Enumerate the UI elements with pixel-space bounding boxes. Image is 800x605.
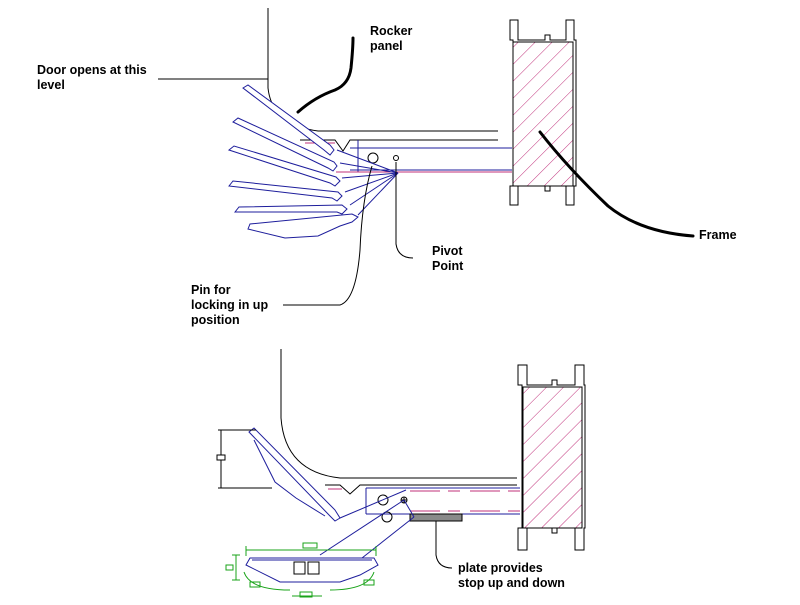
rocker-lower-edge-bottom bbox=[325, 484, 517, 495]
frame-ibeam-bottom bbox=[517, 364, 586, 551]
plate-label: plate provides stop up and down bbox=[458, 561, 565, 590]
rocker-panel-label: Rocker panel bbox=[370, 24, 413, 53]
hole-bottom bbox=[381, 511, 393, 523]
plate-leader bbox=[435, 521, 453, 569]
support-arm-top bbox=[350, 140, 512, 172]
stop-plate bbox=[409, 513, 463, 522]
dimension-marks bbox=[225, 542, 377, 598]
height-dimension bbox=[216, 429, 272, 489]
rocker-leader bbox=[296, 36, 355, 114]
swing-arc-lines bbox=[336, 149, 399, 216]
arm-dashes-bottom bbox=[410, 490, 520, 512]
frame-leader bbox=[538, 130, 695, 238]
pivot-point-label: Pivot Point bbox=[432, 244, 464, 273]
frame-label: Frame bbox=[699, 228, 737, 242]
door-opens-label: Door opens at this level bbox=[37, 63, 147, 92]
step-down-position bbox=[245, 557, 379, 583]
step-up-position bbox=[248, 427, 341, 522]
locking-pin-bottom bbox=[377, 494, 389, 506]
linkage-arms bbox=[319, 489, 415, 559]
pin-label: Pin for locking in up position bbox=[191, 283, 269, 327]
body-panel-curve-bottom bbox=[280, 349, 517, 479]
locking-pin-top bbox=[367, 152, 379, 164]
frame-ibeam-top bbox=[509, 19, 577, 206]
step-positions bbox=[227, 84, 359, 239]
pin-leader bbox=[283, 165, 373, 306]
pivot-point-top bbox=[393, 155, 399, 161]
pivot-leader bbox=[395, 162, 414, 259]
